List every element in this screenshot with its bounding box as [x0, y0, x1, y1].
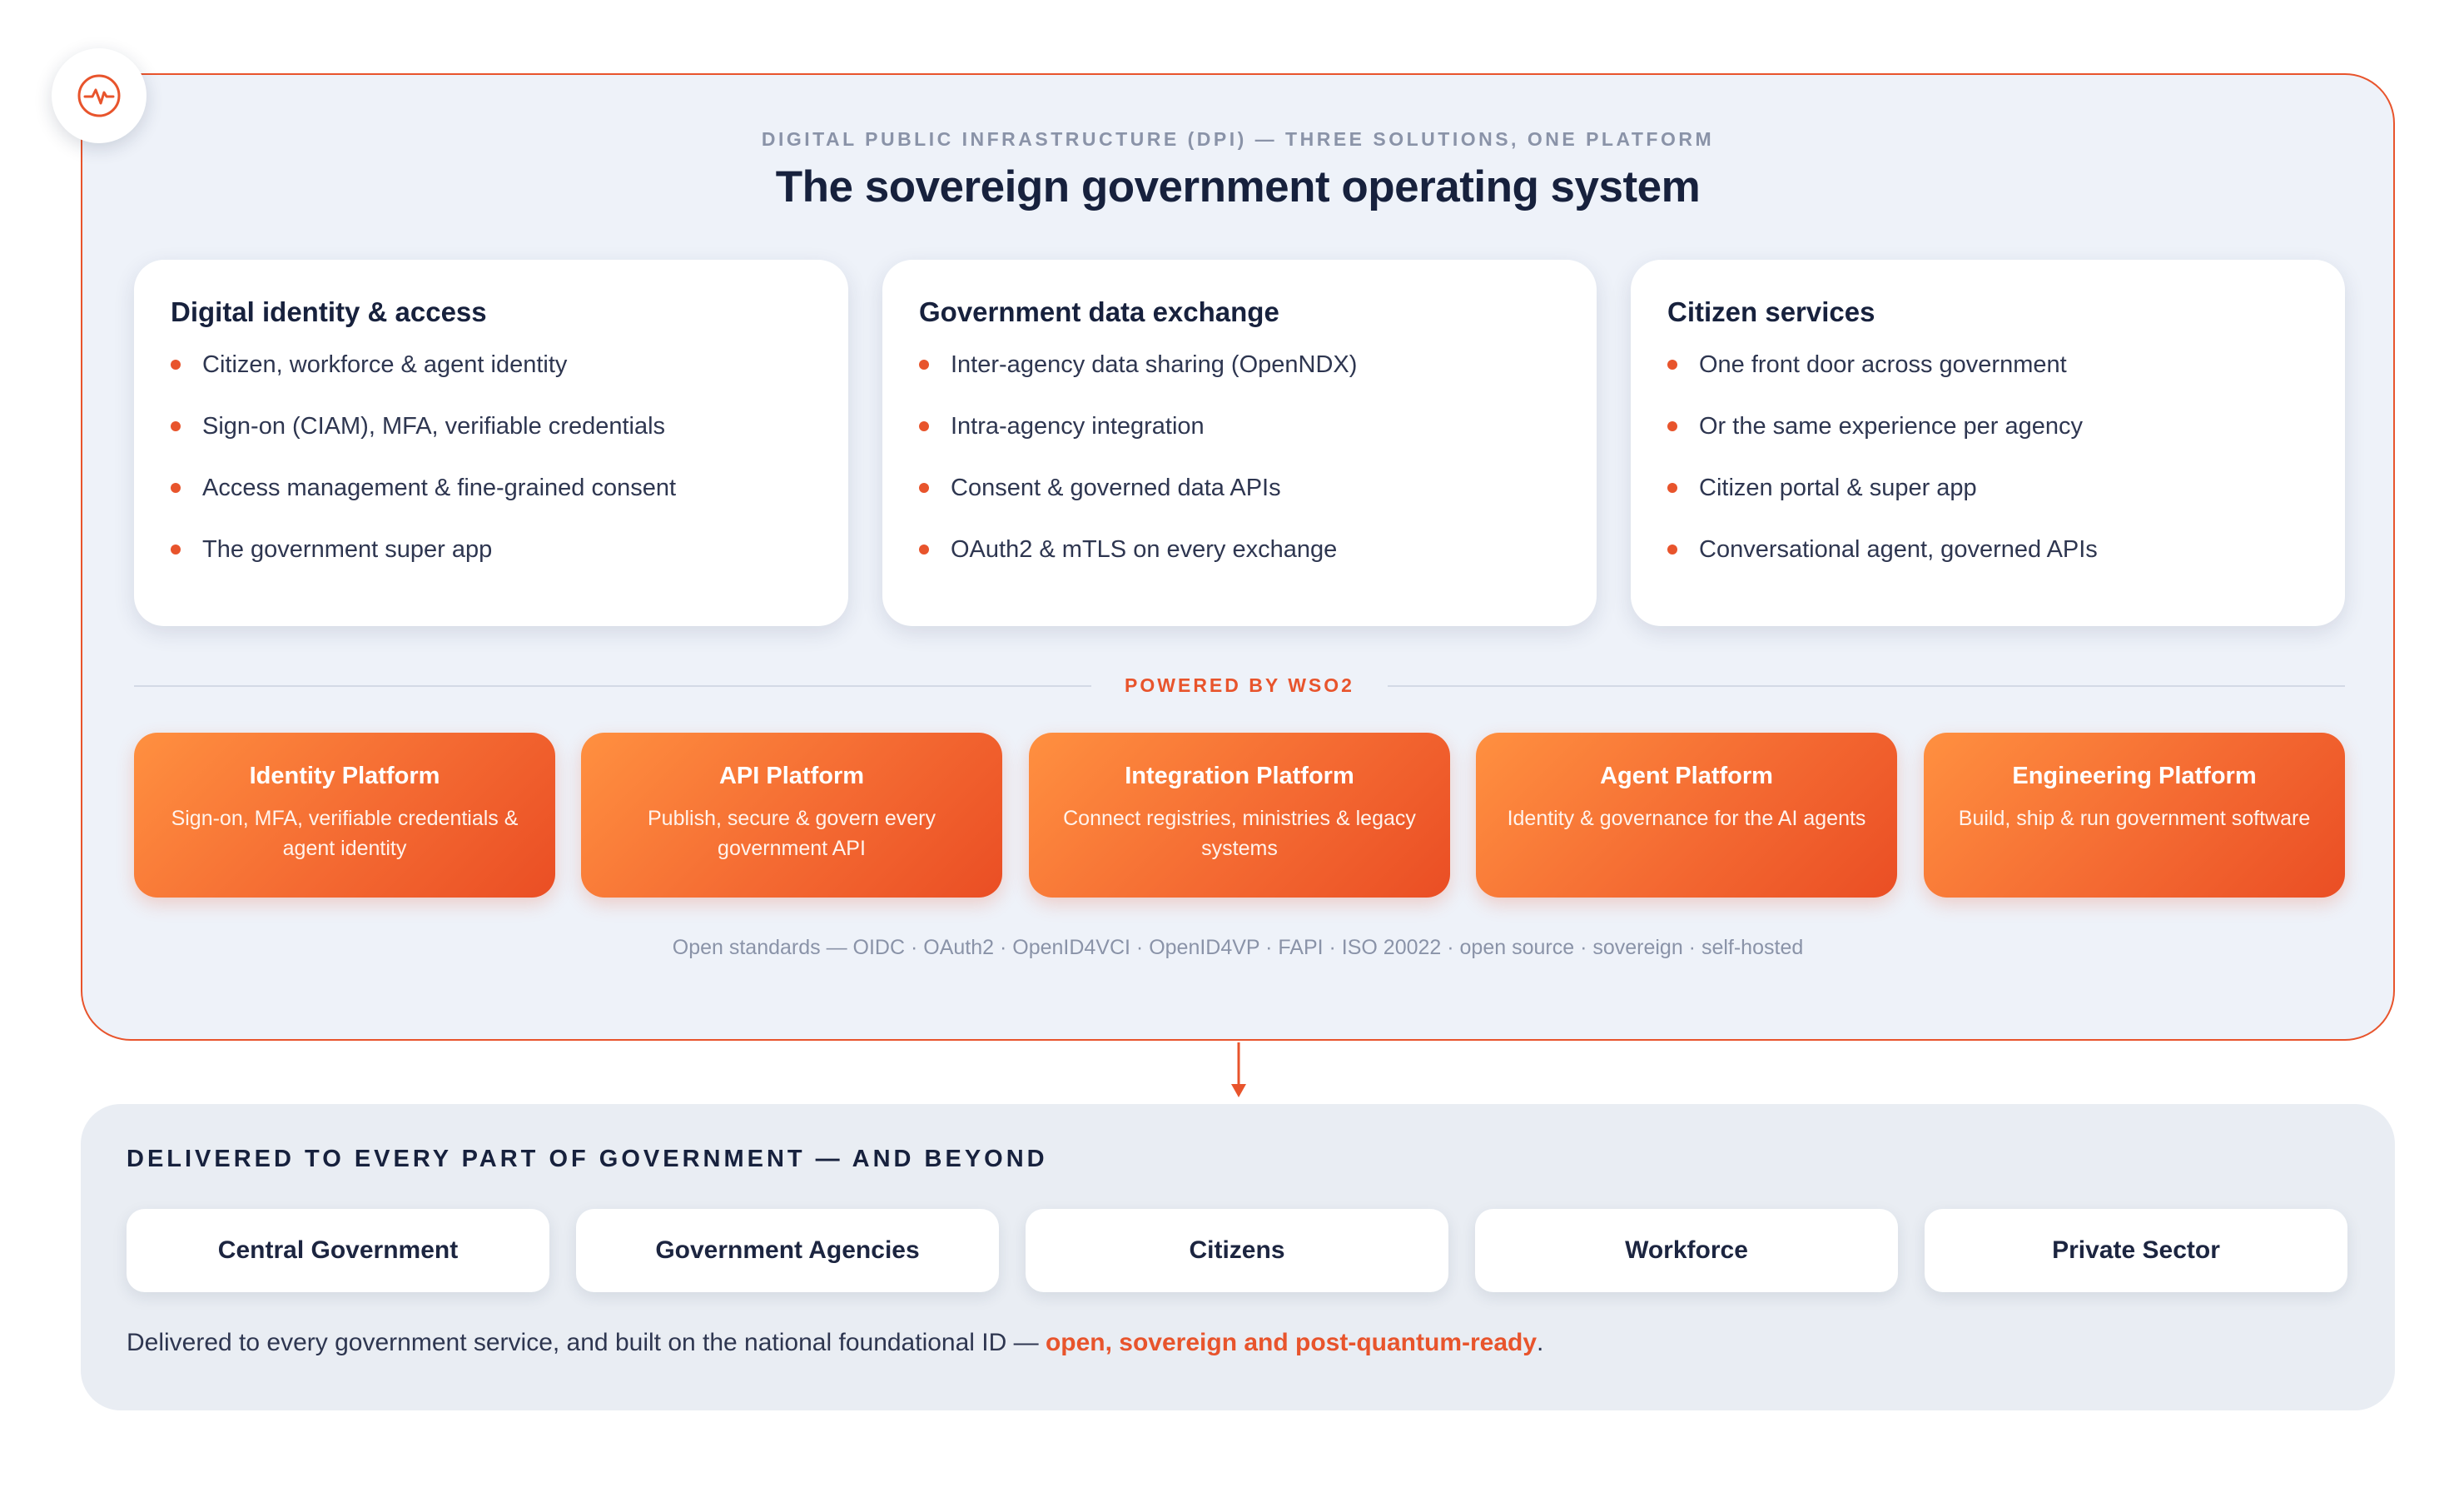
- list-item: Consent & governed data APIs: [919, 473, 1560, 535]
- platform-title: Identity Platform: [249, 763, 440, 789]
- list-item: Intra-agency integration: [919, 411, 1560, 473]
- platform-description: Sign-on, MFA, verifiable credentials & a…: [171, 807, 519, 860]
- solution-card-title: Government data exchange: [919, 296, 1279, 327]
- delivery-summary-end: .: [1537, 1329, 1544, 1356]
- solution-feature-list: Citizen, workforce & agent identity Sign…: [171, 350, 812, 596]
- list-item: Citizen portal & super app: [1667, 473, 2308, 535]
- list-item: OAuth2 & mTLS on every exchange: [919, 535, 1560, 596]
- delivery-panel: DELIVERED TO EVERY PART OF GOVERNMENT — …: [81, 1104, 2395, 1410]
- list-item: The government super app: [171, 535, 812, 596]
- activity-pulse-icon: [52, 48, 147, 143]
- delivery-heading: DELIVERED TO EVERY PART OF GOVERNMENT — …: [127, 1146, 1048, 1172]
- audience-central-government: Central Government: [127, 1209, 549, 1292]
- delivery-summary: Delivered to every government service, a…: [127, 1329, 1543, 1357]
- solution-card-citizen-services: Citizen services One front door across g…: [1631, 260, 2345, 626]
- list-item: Or the same experience per agency: [1667, 411, 2308, 473]
- platform-title: API Platform: [718, 763, 865, 789]
- delivery-summary-text: Delivered to every government service, a…: [127, 1329, 1046, 1356]
- platform-title: Integration Platform: [1125, 763, 1354, 789]
- solution-card-identity: Digital identity & access Citizen, workf…: [134, 260, 848, 626]
- platform-tile-api: API Platform Publish, secure & govern ev…: [581, 733, 1002, 898]
- divider-line-left: [134, 685, 1091, 687]
- audience-list: Central Government Government Agencies C…: [127, 1209, 2349, 1292]
- platform-title: Engineering Platform: [2012, 763, 2257, 789]
- platform-tile-engineering: Engineering Platform Build, ship & run g…: [1924, 733, 2345, 898]
- solution-cards: Digital identity & access Citizen, workf…: [134, 260, 2345, 626]
- audience-private-sector: Private Sector: [1925, 1209, 2347, 1292]
- solution-feature-list: One front door across government Or the …: [1667, 350, 2308, 596]
- list-item: Access management & fine-grained consent: [171, 473, 812, 535]
- solution-feature-list: Inter-agency data sharing (OpenNDX) Intr…: [919, 350, 1560, 596]
- platform-title: Agent Platform: [1600, 763, 1773, 789]
- platform-panel: DIGITAL PUBLIC INFRASTRUCTURE (DPI) — TH…: [81, 73, 2395, 1041]
- open-standards-note: Open standards — OIDC · OAuth2 · OpenID4…: [672, 936, 1804, 959]
- platform-description: Publish, secure & govern every governmen…: [647, 807, 936, 860]
- powered-by-label: POWERED BY WSO2: [1125, 674, 1354, 696]
- list-item: Sign-on (CIAM), MFA, verifiable credenti…: [171, 411, 812, 473]
- platform-tile-identity: Identity Platform Sign-on, MFA, verifiab…: [134, 733, 555, 898]
- platform-description: Build, ship & run government software: [1958, 807, 2311, 830]
- platform-tile-agent: Agent Platform Identity & governance for…: [1476, 733, 1897, 898]
- platform-tile-integration: Integration Platform Connect registries,…: [1029, 733, 1450, 898]
- audience-workforce: Workforce: [1475, 1209, 1898, 1292]
- section-kicker: DIGITAL PUBLIC INFRASTRUCTURE (DPI) — TH…: [761, 128, 1715, 150]
- list-item: Citizen, workforce & agent identity: [171, 350, 812, 411]
- down-arrow-icon: [1231, 1042, 1246, 1097]
- platform-tiles: Identity Platform Sign-on, MFA, verifiab…: [134, 733, 2345, 898]
- powered-by-divider: POWERED BY WSO2: [134, 674, 2345, 696]
- platform-description: Connect registries, ministries & legacy …: [1063, 807, 1416, 860]
- solution-card-title: Citizen services: [1667, 296, 1875, 327]
- list-item: One front door across government: [1667, 350, 2308, 411]
- solution-card-title: Digital identity & access: [171, 296, 487, 327]
- list-item: Inter-agency data sharing (OpenNDX): [919, 350, 1560, 411]
- solution-card-data-exchange: Government data exchange Inter-agency da…: [882, 260, 1597, 626]
- platform-description: Identity & governance for the AI agents: [1507, 807, 1866, 830]
- audience-citizens: Citizens: [1026, 1209, 1448, 1292]
- page-title: The sovereign government operating syste…: [775, 162, 1701, 211]
- divider-line-right: [1388, 685, 2345, 687]
- list-item: Conversational agent, governed APIs: [1667, 535, 2308, 596]
- delivery-summary-highlight: open, sovereign and post-quantum-ready: [1045, 1329, 1538, 1356]
- audience-government-agencies: Government Agencies: [576, 1209, 999, 1292]
